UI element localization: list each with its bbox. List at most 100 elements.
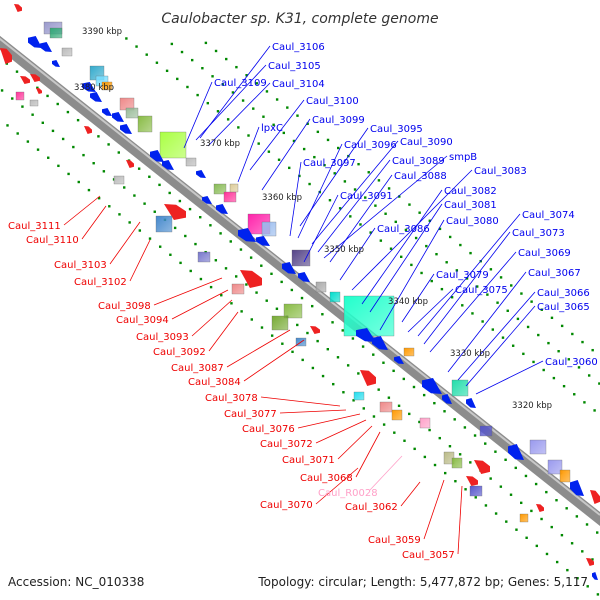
forward-gene-label[interactable]: Caul_3109 bbox=[214, 78, 267, 89]
reverse-gene-label[interactable]: Caul_3070 bbox=[260, 500, 313, 511]
gene-block[interactable] bbox=[479, 425, 493, 437]
forward-gene-label[interactable]: Caul_3080 bbox=[446, 216, 499, 227]
gene-block[interactable] bbox=[197, 251, 211, 263]
reverse-gene-label[interactable]: Caul_3072 bbox=[260, 439, 313, 450]
gene-block[interactable] bbox=[137, 115, 153, 133]
reverse-gene-arrow[interactable] bbox=[590, 490, 600, 504]
gene-block[interactable] bbox=[547, 459, 563, 475]
gene-block[interactable] bbox=[113, 175, 125, 185]
forward-gene-arrow[interactable] bbox=[120, 124, 132, 134]
forward-gene-arrow[interactable] bbox=[150, 150, 164, 162]
forward-gene-label[interactable]: Caul_3089 bbox=[392, 156, 445, 167]
forward-gene-label[interactable]: lpxC bbox=[261, 123, 283, 134]
gene-block[interactable] bbox=[529, 439, 547, 455]
forward-gene-arrow[interactable] bbox=[90, 92, 102, 102]
forward-gene-label[interactable]: Caul_3073 bbox=[512, 228, 565, 239]
reverse-gene-arrow[interactable] bbox=[360, 370, 376, 386]
forward-gene-arrow[interactable] bbox=[256, 236, 270, 246]
gene-block[interactable] bbox=[451, 457, 463, 469]
gene-block[interactable] bbox=[315, 281, 327, 293]
gene-block[interactable] bbox=[271, 315, 289, 331]
forward-gene-label[interactable]: Caul_3097 bbox=[303, 158, 356, 169]
gene-block[interactable] bbox=[125, 107, 139, 119]
reverse-gene-arrow[interactable] bbox=[0, 48, 12, 64]
gene-block[interactable] bbox=[49, 27, 63, 39]
reverse-gene-label[interactable]: Caul_3094 bbox=[116, 315, 169, 326]
reverse-gene-label[interactable]: Caul_3087 bbox=[171, 363, 224, 374]
reverse-gene-arrow[interactable] bbox=[36, 88, 42, 94]
gene-block[interactable] bbox=[159, 131, 187, 159]
forward-gene-arrow[interactable] bbox=[466, 398, 476, 408]
forward-gene-label[interactable]: Caul_3091 bbox=[340, 191, 393, 202]
gene-block[interactable] bbox=[229, 183, 239, 193]
reverse-gene-arrow[interactable] bbox=[126, 160, 134, 168]
forward-gene-label[interactable]: Caul_3099 bbox=[312, 115, 365, 126]
gene-block[interactable] bbox=[61, 47, 73, 57]
gene-block[interactable] bbox=[469, 485, 483, 497]
reverse-gene-label[interactable]: Caul_3077 bbox=[224, 409, 277, 420]
reverse-gene-label[interactable]: Caul_3078 bbox=[205, 393, 258, 404]
gene-block[interactable] bbox=[391, 409, 403, 421]
reverse-gene-label[interactable]: Caul_3098 bbox=[98, 301, 151, 312]
reverse-gene-arrow[interactable] bbox=[14, 4, 22, 12]
reverse-gene-arrow[interactable] bbox=[310, 326, 320, 334]
forward-gene-arrow[interactable] bbox=[570, 480, 584, 496]
reverse-gene-label[interactable]: Caul_3103 bbox=[54, 260, 107, 271]
gene-block[interactable] bbox=[223, 191, 237, 203]
reverse-gene-arrow[interactable] bbox=[240, 270, 262, 288]
gene-block[interactable] bbox=[231, 283, 245, 295]
reverse-gene-label[interactable]: Caul_3111 bbox=[8, 221, 61, 232]
forward-gene-label[interactable]: Caul_3060 bbox=[545, 357, 598, 368]
reverse-gene-label[interactable]: Caul_3102 bbox=[74, 277, 127, 288]
gene-block[interactable] bbox=[261, 221, 277, 237]
forward-gene-label[interactable]: Caul_3082 bbox=[444, 186, 497, 197]
gene-block[interactable] bbox=[519, 513, 529, 523]
forward-gene-arrow[interactable] bbox=[356, 328, 376, 342]
forward-gene-label[interactable]: Caul_3100 bbox=[306, 96, 359, 107]
reverse-gene-arrow[interactable] bbox=[84, 126, 92, 134]
reverse-gene-label[interactable]: Caul_3084 bbox=[188, 377, 241, 388]
forward-gene-arrow[interactable] bbox=[162, 160, 174, 170]
reverse-gene-label[interactable]: Caul_3110 bbox=[26, 235, 79, 246]
gene-block[interactable] bbox=[559, 469, 571, 483]
reverse-gene-label[interactable]: Caul_3076 bbox=[242, 424, 295, 435]
forward-gene-label[interactable]: Caul_3106 bbox=[272, 42, 325, 53]
forward-gene-arrow[interactable] bbox=[112, 112, 124, 122]
reverse-gene-arrow[interactable] bbox=[164, 204, 186, 220]
forward-gene-label[interactable]: Caul_3086 bbox=[377, 224, 430, 235]
forward-gene-label[interactable]: Caul_3088 bbox=[394, 171, 447, 182]
forward-gene-arrow[interactable] bbox=[238, 228, 256, 242]
reverse-gene-label[interactable]: Caul_3093 bbox=[136, 332, 189, 343]
forward-gene-arrow[interactable] bbox=[40, 42, 52, 52]
forward-gene-label[interactable]: Caul_3066 bbox=[537, 288, 590, 299]
gene-block[interactable] bbox=[379, 401, 393, 413]
gene-block[interactable] bbox=[343, 295, 395, 337]
forward-gene-arrow[interactable] bbox=[394, 356, 404, 364]
forward-gene-label[interactable]: Caul_3065 bbox=[537, 302, 590, 313]
gene-block[interactable] bbox=[419, 417, 431, 429]
reverse-gene-label[interactable]: Caul_3071 bbox=[282, 455, 335, 466]
reverse-gene-arrow[interactable] bbox=[30, 74, 40, 82]
forward-gene-label[interactable]: Caul_3090 bbox=[400, 137, 453, 148]
forward-gene-arrow[interactable] bbox=[28, 36, 42, 48]
forward-gene-label[interactable]: Caul_3067 bbox=[528, 268, 581, 279]
forward-gene-label[interactable]: Caul_3069 bbox=[518, 248, 571, 259]
forward-gene-arrow[interactable] bbox=[442, 394, 452, 404]
forward-gene-label[interactable]: Caul_3079 bbox=[436, 270, 489, 281]
forward-gene-label[interactable]: Caul_3104 bbox=[272, 79, 325, 90]
gene-block[interactable] bbox=[213, 183, 227, 195]
gene-block[interactable] bbox=[291, 249, 311, 267]
gene-block[interactable] bbox=[185, 157, 197, 167]
reverse-gene-label[interactable]: Caul_3057 bbox=[402, 550, 455, 561]
reverse-gene-arrow[interactable] bbox=[536, 504, 544, 512]
gene-block[interactable] bbox=[353, 391, 365, 401]
gene-block[interactable] bbox=[15, 91, 25, 101]
forward-gene-label[interactable]: Caul_3081 bbox=[444, 200, 497, 211]
reverse-gene-label[interactable]: Caul_3068 bbox=[300, 473, 353, 484]
forward-gene-arrow[interactable] bbox=[508, 444, 524, 460]
forward-gene-label[interactable]: Caul_3105 bbox=[268, 61, 321, 72]
gene-block[interactable] bbox=[451, 379, 469, 397]
reverse-gene-label[interactable]: Caul_3092 bbox=[153, 347, 206, 358]
gene-block[interactable] bbox=[155, 215, 173, 233]
reverse-gene-label[interactable]: Caul_3062 bbox=[345, 502, 398, 513]
